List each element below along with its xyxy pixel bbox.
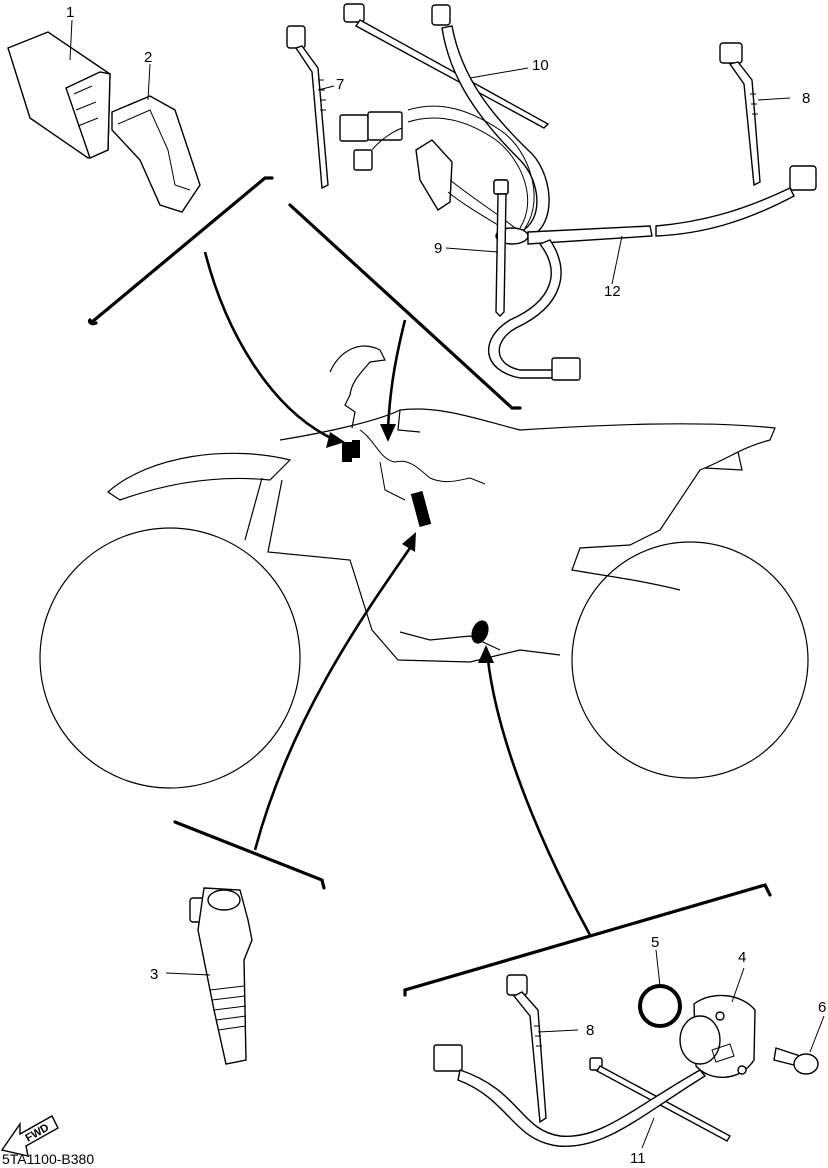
cable-tie-part-8-bottom [506,974,547,1124]
fwd-label: FWD [24,1122,52,1145]
cdi-unit-part [7,31,111,159]
callout-8-bottom: 8 [586,1022,594,1039]
callout-12: 12 [604,283,621,300]
location-arrows [203,251,592,936]
front-fender [107,452,292,501]
callout-5: 5 [651,934,659,951]
sensor-part [679,994,756,1079]
cable-tie-part-8-top [719,42,761,187]
cable-tie-part-11 [433,1044,731,1147]
cable-tie-part-7 [286,25,329,190]
motorcycle-outline [39,345,809,789]
callout-11: 11 [630,1150,646,1167]
bolt-part [773,1047,819,1075]
bracket-part [111,95,201,213]
callout-labels: 1 2 3 4 5 6 7 8 8 9 10 11 12 [66,4,826,1167]
callout-8-top: 8 [802,90,810,107]
callout-1: 1 [66,4,74,21]
cable-tie-part-10 [343,3,550,129]
tank-seat-rear-fender [279,408,776,591]
rear-wheel [571,541,809,779]
ignition-coil-part [189,887,253,1065]
reference-brackets [87,176,772,997]
front-wheel [39,527,301,789]
callout-7: 7 [336,76,344,93]
callout-4: 4 [738,949,746,966]
leader-lines [69,19,825,1149]
callout-2: 2 [144,49,152,66]
figure-code: 5TA1100-B380 [2,1151,94,1167]
o-ring-part [638,984,682,1028]
callout-9: 9 [434,240,442,257]
callout-10: 10 [532,57,549,74]
callout-3: 3 [150,966,158,983]
fwd-arrow-icon: FWD [0,1115,59,1157]
wire-harness-part-12 [339,25,817,381]
callout-6: 6 [818,999,826,1016]
